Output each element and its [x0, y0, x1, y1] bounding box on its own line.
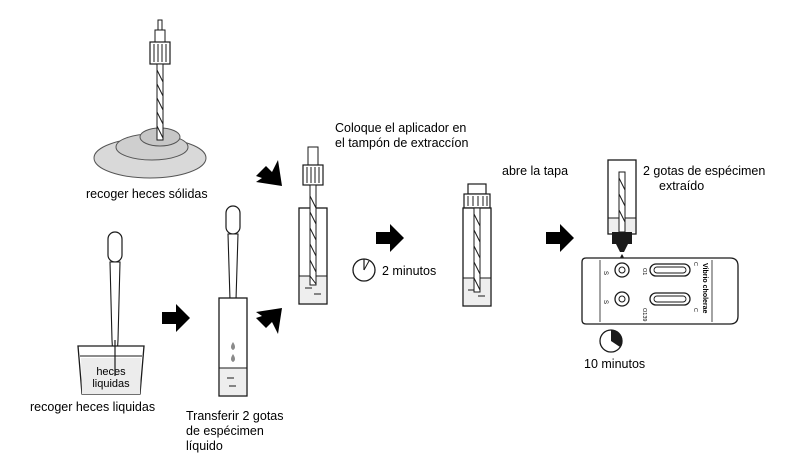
sample-well-top: [614, 262, 630, 278]
window-bottom-t-label: O139: [641, 308, 647, 321]
timer-icon: [599, 329, 623, 353]
applicator-in-buffer-icon: [298, 146, 328, 305]
result-window-top: [649, 263, 691, 277]
timer-icon: [352, 258, 376, 282]
drop-icon: [231, 342, 235, 362]
result-window-bottom: [649, 292, 691, 306]
well-label-bottom: S: [602, 300, 608, 304]
window-top-t-label: O1: [641, 268, 647, 275]
transfer-line2: de espécimen: [186, 424, 264, 438]
collect-liquid-label: recoger heces liquidas: [30, 400, 155, 414]
liquid-label-line2: liquidas: [92, 378, 130, 390]
solid-stool-sample: [93, 127, 207, 179]
arrow-down-right-icon: [256, 160, 282, 186]
sample-well-bottom: [614, 291, 630, 307]
liquid-label-line1: heces: [96, 366, 126, 378]
window-top-c-label: C: [692, 262, 698, 266]
wait-10-label: 10 minutos: [584, 357, 645, 371]
arrow-right-icon: [376, 224, 404, 252]
drops-line1: 2 gotas de espécimen: [643, 164, 765, 178]
cassette-brand: Vibrio cholerae: [701, 263, 708, 314]
collect-solid-label: recoger heces sólidas: [86, 187, 208, 201]
liquid-stool-cup: [77, 340, 145, 395]
wait-2-label: 2 minutos: [382, 264, 436, 278]
place-line1: Coloque el aplicador en: [335, 121, 466, 135]
drops-line2: extraído: [659, 179, 704, 193]
arrow-right-icon: [162, 304, 190, 332]
transfer-line1: Transferir 2 gotas: [186, 409, 284, 423]
open-cap-tube-icon: [462, 183, 492, 307]
arrow-up-right-icon: [256, 308, 282, 334]
transfer-line3: líquido: [186, 439, 223, 453]
arrow-right-icon: [546, 224, 574, 252]
open-cap-label: abre la tapa: [502, 164, 568, 178]
window-bottom-c-label: C: [692, 308, 698, 312]
applicator-stick-icon: [149, 19, 171, 141]
place-line2: el tampón de extraccíon: [335, 136, 468, 150]
inverted-tube-icon: [607, 159, 637, 252]
well-label-top: S: [602, 271, 608, 275]
